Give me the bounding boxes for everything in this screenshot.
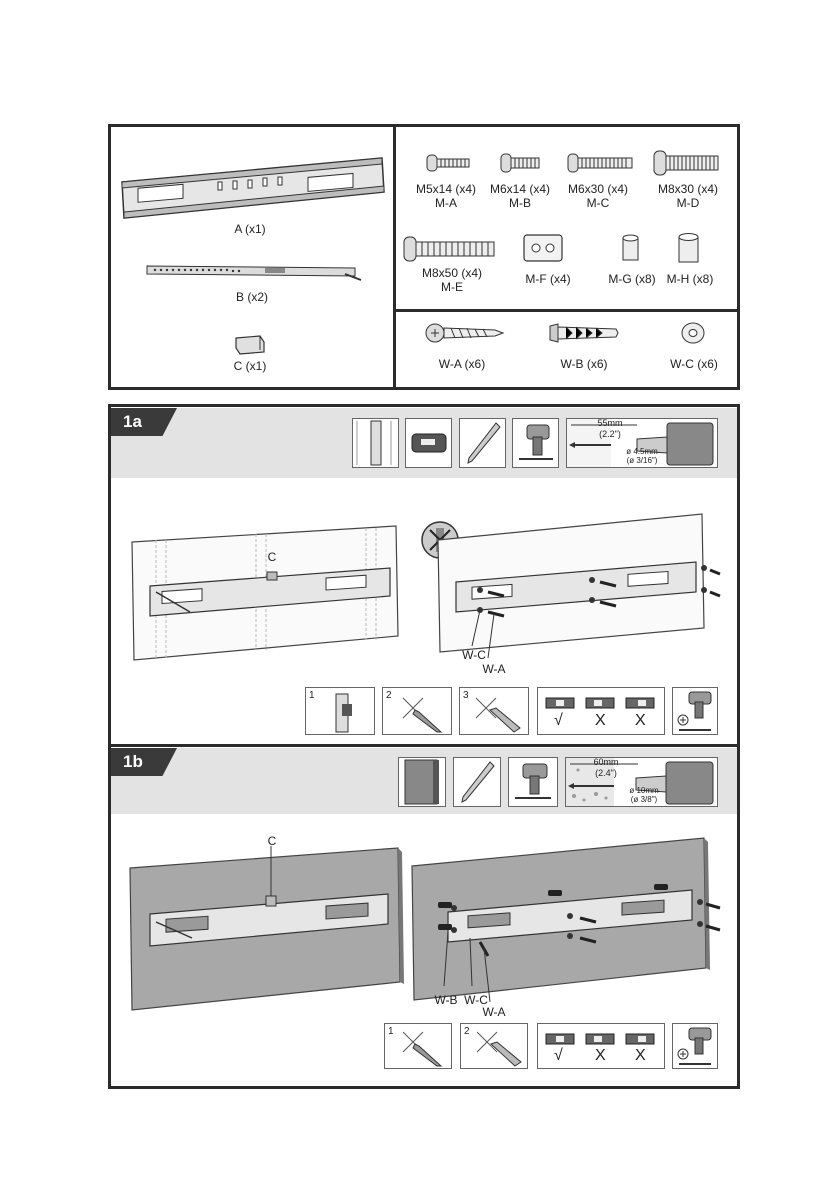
steps-divider: [110, 744, 738, 747]
step-1a-c-label: C: [262, 550, 282, 564]
plate-mf-icon: [522, 233, 566, 265]
step-1a-wa-label: W-A: [476, 662, 512, 676]
step-1b-cross-mark-2: X: [635, 1047, 646, 1065]
tool-stud-finder-thumb: [405, 418, 452, 468]
anchor-wb-icon: [546, 320, 622, 346]
part-ma-size: M5x14 (x4): [410, 182, 482, 196]
washer-wc-icon: [679, 320, 707, 346]
step-1a-substep-3: 3: [459, 687, 529, 735]
step-1a-wc-label: W-C: [456, 648, 492, 662]
part-md-size: M8x30 (x4): [652, 182, 724, 196]
screw-me-icon: [402, 234, 498, 264]
part-mf-label: M-F (x4): [516, 272, 580, 286]
spacer-mh-icon: [676, 232, 702, 266]
step-1b-depth-in: (2.4"): [586, 768, 626, 778]
step-1b-number: 1b: [123, 752, 143, 772]
wall-plate-illustration: [118, 152, 388, 224]
step-1a-depth-in: (2.2"): [590, 429, 630, 439]
screw-mc-icon: [566, 151, 636, 175]
part-c-label: C (x1): [220, 359, 280, 373]
part-mc-size: M6x30 (x4): [562, 182, 634, 196]
rail-illustration: [145, 262, 365, 282]
spacer-mg-icon: [620, 234, 642, 264]
wood-screw-wa-icon: [425, 320, 505, 346]
part-mh-label: M-H (x8): [658, 272, 722, 286]
part-me-size: M8x50 (x4): [416, 266, 488, 280]
step-1b-level-check: √ X X: [537, 1023, 665, 1069]
step-1a-cross-mark-2: X: [635, 712, 646, 730]
step-1b-drill: ø 10mm: [622, 786, 666, 795]
step-1b-cross-mark-1: X: [595, 1047, 606, 1065]
step-1b-wa-label: W-A: [476, 1005, 512, 1019]
screw-mb-icon: [499, 151, 543, 175]
part-wb-label: W-B (x6): [552, 357, 616, 371]
step-1a-drill-in: (ø 3/16"): [620, 456, 664, 465]
step-1a-screw-plate-illustration: [432, 506, 722, 658]
parts-divider-vertical: [393, 126, 396, 388]
step-1a-cross-mark-1: X: [595, 712, 606, 730]
step-1b-substep-1: 1: [384, 1023, 452, 1069]
step-1b-screw-plate-illustration: [408, 836, 724, 1004]
step-1a-number: 1a: [123, 412, 142, 432]
step-1a-depth: 55mm: [590, 418, 630, 428]
step-1b-check-mark: √: [554, 1047, 563, 1065]
step-1a-level-check: √ X X: [537, 687, 665, 735]
step-1a-substep-2: 2: [382, 687, 452, 735]
step-1b-c-label: C: [262, 834, 282, 848]
part-wa-label: W-A (x6): [430, 357, 494, 371]
tool-pencil-thumb: [459, 418, 506, 468]
part-me-code: M-E: [416, 280, 488, 294]
tool-concrete-wall-thumb: [398, 757, 446, 807]
step-1b-level-plate-illustration: [126, 844, 406, 1014]
tool-drill-thumb: [512, 418, 559, 468]
parts-divider-horizontal: [395, 309, 738, 312]
part-mg-label: M-G (x8): [600, 272, 664, 286]
screw-md-icon: [652, 148, 722, 178]
part-mb-code: M-B: [484, 196, 556, 210]
part-mb-size: M6x14 (x4): [484, 182, 556, 196]
tool-pencil-thumb-1b: [453, 757, 501, 807]
step-1a-drill-screwdriver: [672, 687, 718, 735]
part-b-label: B (x2): [222, 290, 282, 304]
step-1b-depth: 60mm: [586, 757, 626, 767]
tool-drill-thumb-1b: [508, 757, 558, 807]
part-ma-code: M-A: [410, 196, 482, 210]
part-md-code: M-D: [652, 196, 724, 210]
tool-wood-stud-thumb: [352, 418, 399, 468]
screw-ma-icon: [425, 152, 475, 174]
part-a-label: A (x1): [220, 222, 280, 236]
step-1a-substep-1: 1: [305, 687, 375, 735]
step-1b-drill-in: (ø 3/8"): [622, 795, 666, 804]
part-mc-code: M-C: [562, 196, 634, 210]
step-1b-drill-screwdriver: [672, 1023, 718, 1069]
step-1a-drill: ø 4.5mm: [620, 447, 664, 456]
step-1b-substep-2: 2: [460, 1023, 528, 1069]
part-wc-label: W-C (x6): [662, 357, 726, 371]
step-1a-check-mark: √: [554, 712, 563, 730]
step-1a-level-plate-illustration: [126, 518, 406, 664]
spacer-c-illustration: [232, 332, 268, 356]
